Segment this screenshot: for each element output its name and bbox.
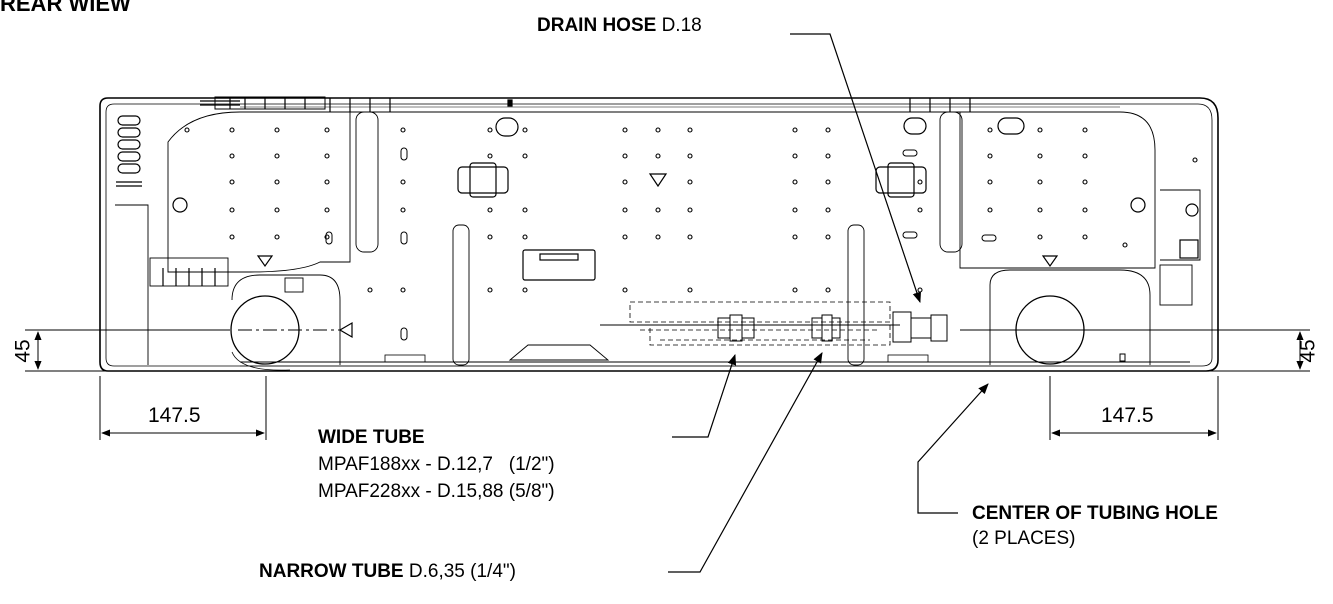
left-vent-slots [117,115,141,174]
wide-tube-name: WIDE TUBE [318,427,425,448]
channel-right-upper [939,111,963,253]
dim-left-width-value: 147.5 [148,404,201,427]
leader-drain-hose [790,33,922,304]
drain-hose-spec: D.18 [661,15,702,36]
leader-tubing-hole [917,383,989,514]
leader-wide-tube [672,353,737,438]
center-lines [25,324,1310,372]
top-connector-block [214,96,326,110]
dim-right-width-value: 147.5 [1101,404,1154,427]
wide-tube-line1: MPAF188xx - D.12,7 (1/2") [318,454,555,475]
drain-hose-name: DRAIN HOSE [537,15,657,36]
wide-tube-line2: MPAF228xx - D.15,88 (5/8") [318,481,555,502]
center-opening [522,249,596,281]
hanger-bracket-left [457,162,509,198]
piping-dashed [629,301,891,346]
right-plate-region [959,111,1156,269]
channel-left-upper [355,111,379,253]
leader-narrow-tube [668,352,823,573]
dim-right-height-value: 45 [1296,339,1320,363]
unit-housing-inner [105,103,1213,367]
dim-left-height-value: 45 [11,339,35,363]
hanger-bracket-right [875,162,927,198]
drain-hose-label: DRAIN HOSE D.18 [537,14,702,38]
channel-right-lower [847,224,865,366]
tubing-hole-name: CENTER OF TUBING HOLE [972,503,1218,524]
narrow-tube-label: NARROW TUBE D.6,35 (1/4") [259,560,516,584]
channel-left-lower [452,224,470,366]
tubing-hole-note: (2 PLACES) [972,528,1076,549]
drain-fitting [892,311,948,343]
pipe-fittings [717,314,841,342]
wide-tube-label: WIDE TUBE MPAF188xx - D.12,7 (1/2") MPAF… [318,424,555,505]
left-plate-region [167,111,351,273]
view-title: REAR WIEW [0,0,131,16]
narrow-tube-spec: D.6,35 (1/4") [408,561,516,582]
tubing-hole-label: CENTER OF TUBING HOLE (2 PLACES) [972,501,1218,551]
right-tubing-area [989,269,1151,365]
narrow-tube-name: NARROW TUBE [259,561,404,582]
mounting-holes [184,127,1198,293]
